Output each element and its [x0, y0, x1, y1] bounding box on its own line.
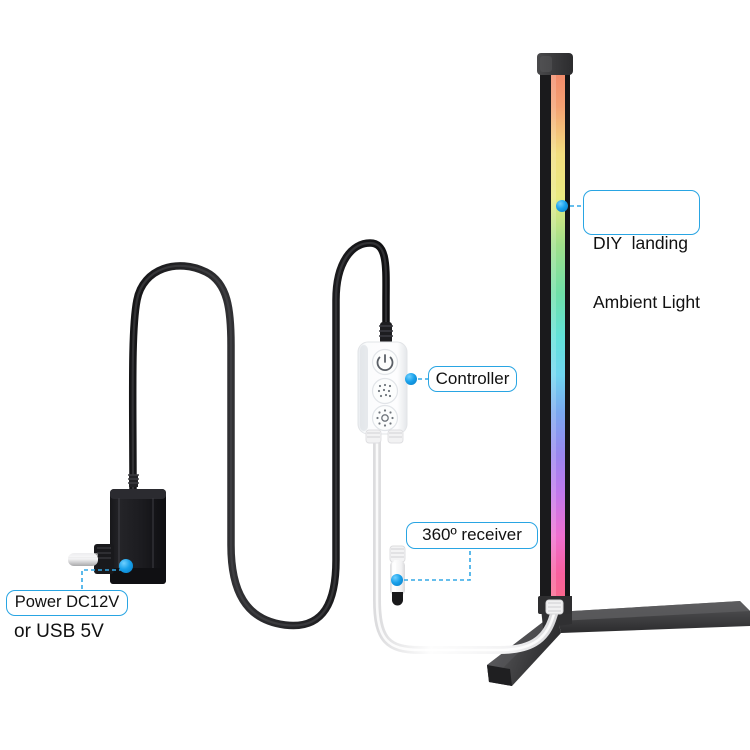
marker-dot-power: [119, 559, 133, 573]
callout-power-alternative: or USB 5V: [14, 621, 104, 642]
callout-diy-ambient-light: DIY landing Ambient Light: [583, 190, 700, 312]
rgb-light-bar: [537, 53, 573, 614]
led-controller: [357, 322, 408, 444]
marker-dot-controller: [405, 373, 417, 385]
power-button[interactable]: [371, 348, 399, 376]
dc-power-adapter: [68, 474, 166, 584]
marker-dot-diy: [556, 200, 568, 212]
lamp-stand-base: [487, 596, 750, 686]
callout-power: Power DC12V: [6, 590, 128, 616]
callout-receiver: 360º receiver: [406, 522, 538, 549]
callout-diy-line2: Ambient Light: [593, 291, 701, 312]
white-led-cable: [373, 433, 564, 654]
callout-controller: Controller: [428, 366, 517, 392]
mode-button[interactable]: [371, 377, 399, 405]
callout-diy-line1: DIY landing: [593, 233, 689, 254]
callout-leaders: [81, 200, 583, 590]
black-power-cable: [128, 239, 390, 630]
leader-line-receiver: [404, 549, 471, 581]
marker-dot-receiver: [391, 574, 403, 586]
effect-button[interactable]: [371, 404, 399, 432]
